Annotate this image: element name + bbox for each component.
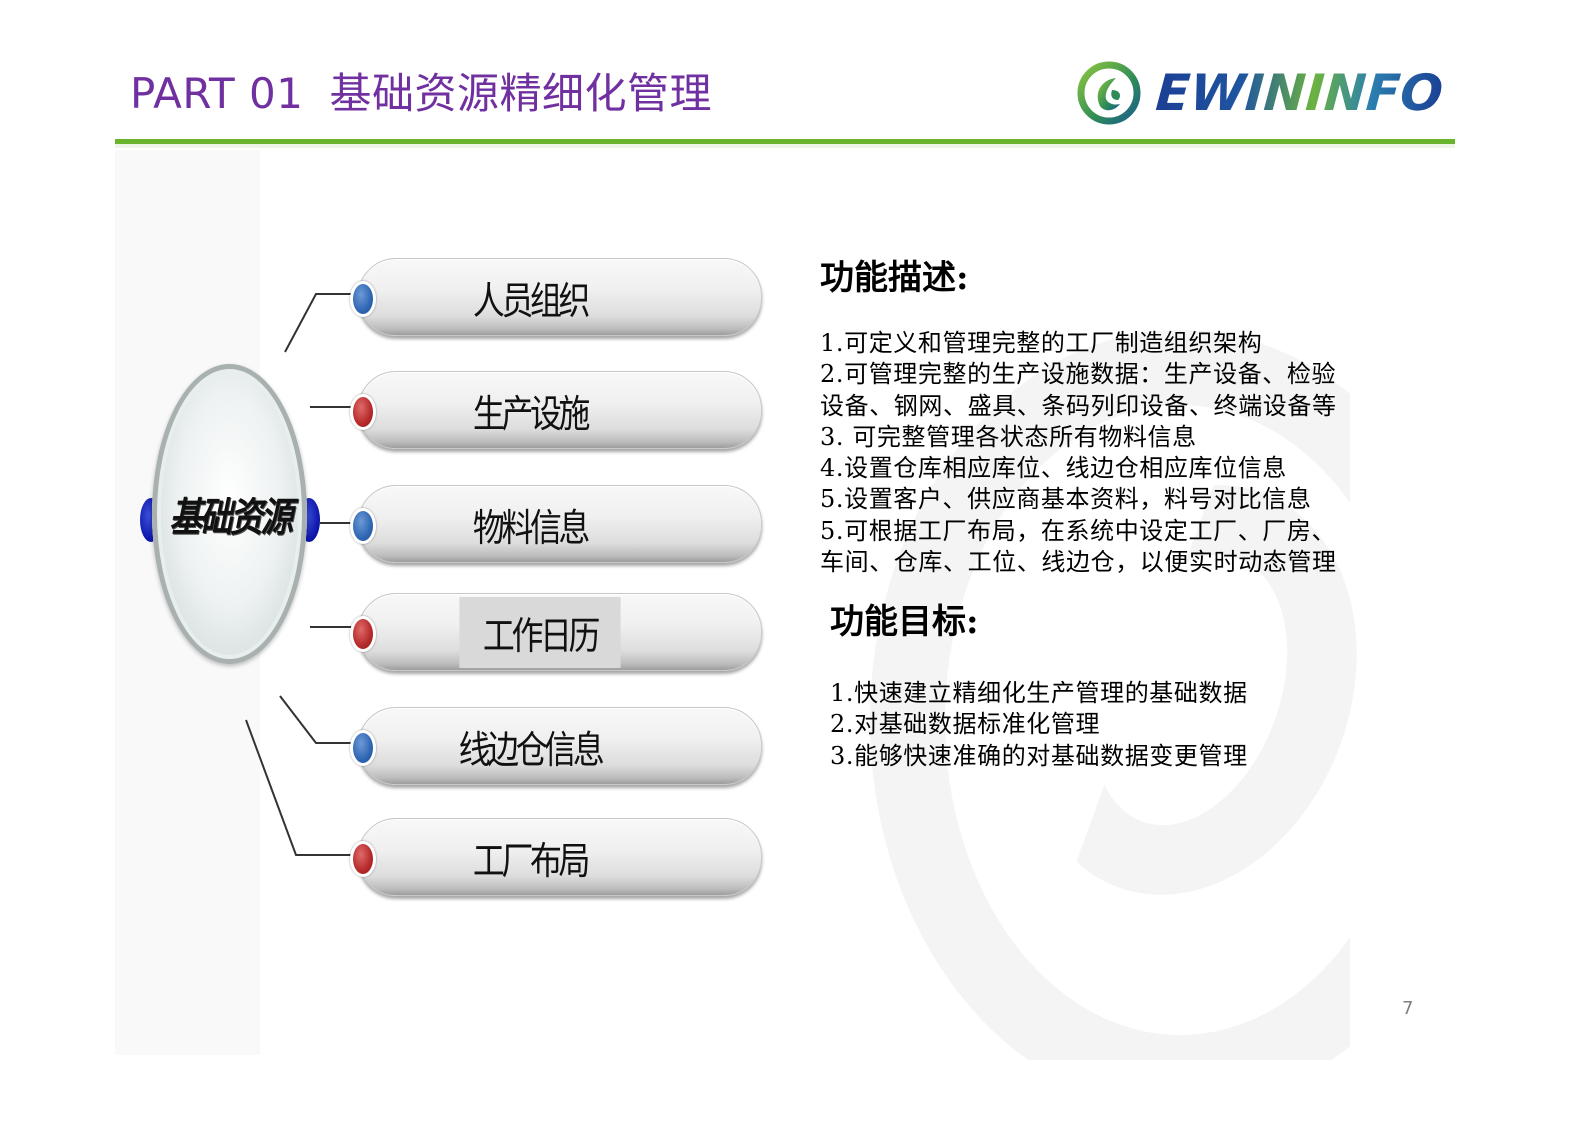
node-material-info: 物料信息 xyxy=(350,485,762,563)
company-logo: EWININFO xyxy=(1076,58,1445,128)
resource-diagram: 基础资源 人员组织 生产设施 物料信息 工作日历 线边仓信息 工厂布局 xyxy=(130,240,780,920)
description-title: 功能描述: xyxy=(820,258,969,298)
header-divider xyxy=(115,139,1455,144)
node-production-facilities: 生产设施 xyxy=(350,371,762,449)
node-label: 生产设施 xyxy=(472,391,591,436)
goals-list: 1.快速建立精细化生产管理的基础数据 2.对基础数据标准化管理 3.能够快速准确… xyxy=(830,678,1248,772)
connector-lines xyxy=(245,293,358,856)
description-line: 设备、钢网、盛具、条码列印设备、终端设备等 xyxy=(820,391,1337,420)
description-line: 车间、仓库、工位、线边仓，以便实时动态管理 xyxy=(820,548,1337,577)
node-label: 物料信息 xyxy=(472,505,591,550)
description-line: 1.可定义和管理完整的工厂制造组织架构 xyxy=(820,329,1263,357)
description-line: 4.设置仓库相应库位、线边仓相应库位信息 xyxy=(820,454,1287,483)
node-lineside-warehouse: 线边仓信息 xyxy=(350,707,762,785)
red-dot-icon xyxy=(350,841,376,877)
hub-node: 基础资源 xyxy=(152,364,307,664)
blue-dot-icon xyxy=(350,508,376,544)
goals-title: 功能目标: xyxy=(830,602,979,642)
description-line: 5.设置客户、供应商基本资料，料号对比信息 xyxy=(820,485,1312,514)
logo-wordmark: EWININFO xyxy=(1153,64,1445,122)
page-title: PART 01 基础资源精细化管理 xyxy=(130,60,712,121)
description-list: 1.可定义和管理完整的工厂制造组织架构 2.可管理完整的生产设施数据：生产设备、… xyxy=(820,328,1337,578)
hub-label: 基础资源 xyxy=(168,495,293,541)
goal-line: 2.对基础数据标准化管理 xyxy=(830,710,1101,739)
node-label: 人员组织 xyxy=(472,278,591,323)
node-label: 线边仓信息 xyxy=(458,727,605,772)
red-dot-icon xyxy=(350,616,376,652)
node-factory-layout: 工厂布局 xyxy=(350,818,762,896)
blue-dot-icon xyxy=(350,730,376,766)
node-label: 工作日历 xyxy=(459,596,621,668)
goal-line: 1.快速建立精细化生产管理的基础数据 xyxy=(830,679,1248,707)
title-text: 基础资源精细化管理 xyxy=(329,69,712,118)
description-line: 2.可管理完整的生产设施数据：生产设备、检验 xyxy=(820,360,1337,389)
node-work-calendar: 工作日历 xyxy=(350,593,762,671)
part-label: PART 01 xyxy=(130,69,304,118)
page-number: 7 xyxy=(1402,998,1414,1019)
node-label: 工厂布局 xyxy=(472,838,591,883)
header-divider-shadow xyxy=(115,144,1455,148)
description-line: 5.可根据工厂布局，在系统中设定工厂、厂房、 xyxy=(820,516,1337,545)
blue-dot-icon xyxy=(350,281,376,317)
red-dot-icon xyxy=(350,394,376,430)
goal-line: 3.能够快速准确的对基础数据变更管理 xyxy=(830,741,1248,770)
description-line: 3. 可完整管理各状态所有物料信息 xyxy=(820,422,1197,451)
ewininfo-logo-icon xyxy=(1077,61,1141,125)
node-personnel-org: 人员组织 xyxy=(350,258,762,336)
